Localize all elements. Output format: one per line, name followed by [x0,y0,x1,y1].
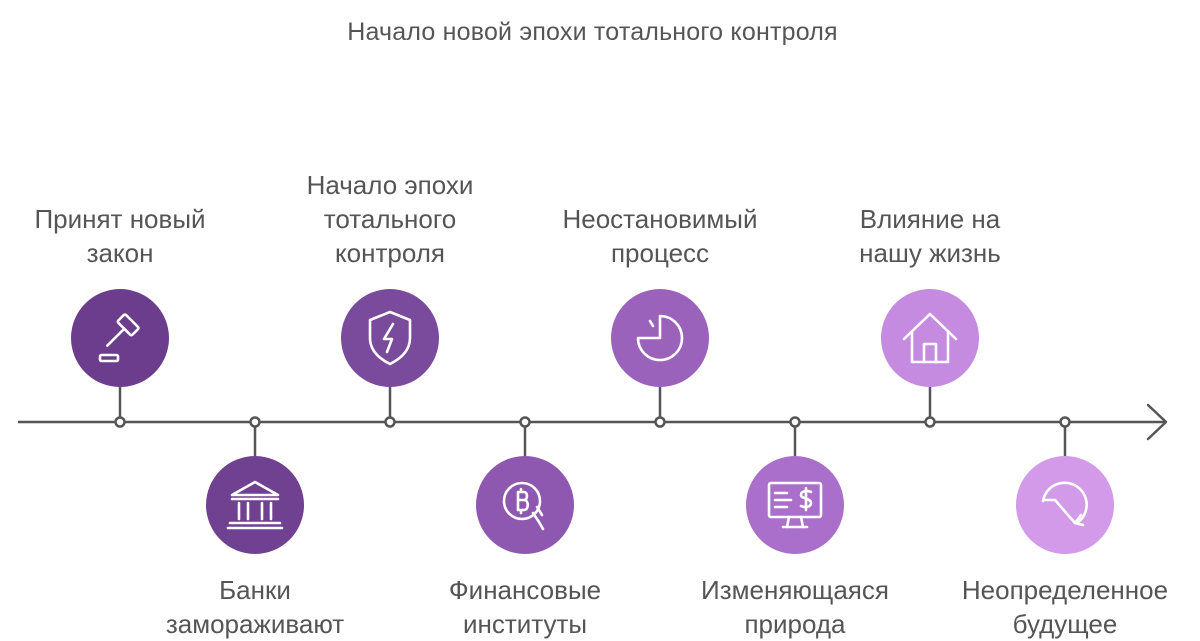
event-label-line: Финансовые [448,575,602,605]
circle-arrow-icon [1041,481,1088,527]
event-label-finance: Финансовые институты [410,573,640,641]
axis-dot-process [654,416,666,428]
event-label-control: Начало эпохи тотального контроля [275,168,505,270]
event-label-life: Влияние на нашу жизнь [815,202,1045,270]
event-circle-nature [746,456,844,554]
event-label-line: закон [86,238,154,268]
monitor-dollar-icon [767,481,823,529]
event-circle-life [881,289,979,387]
axis-dot-nature [789,416,801,428]
event-label-line: тотального [323,204,457,234]
event-circle-law [71,289,169,387]
axis-dot-control [384,416,396,428]
event-label-line: Влияние на [859,204,1001,234]
house-icon [902,312,958,364]
event-circle-finance [476,456,574,554]
diagram-title: Начало новой эпохи тотального контроля [347,18,838,46]
event-circle-future [1016,456,1114,554]
event-label-law: Принят новый закон [5,202,235,270]
pie-chart-icon [636,314,684,362]
event-label-line: Начало эпохи [306,170,474,200]
event-label-line: процесс [610,238,710,268]
bitcoin-hand-icon [502,481,545,531]
event-circle-banks [206,456,304,554]
bank-icon [226,480,284,530]
timeline-arrowhead [1146,403,1168,441]
timeline-axis [18,387,1168,456]
gavel-icon [98,313,140,363]
event-label-nature: Изменяющаяся природа [680,573,910,641]
event-label-line: будущее [1012,609,1118,639]
axis-dot-future [1059,416,1071,428]
axis-dot-finance [519,416,531,428]
event-label-banks: Банки замораживают [140,573,370,641]
event-circle-process [611,289,709,387]
event-label-line: замораживают [165,609,345,639]
timeline-connectors [114,387,1071,456]
event-label-future: Неопределенное будущее [950,573,1180,641]
event-label-line: контроля [335,238,445,268]
shield-bolt-icon [368,310,412,366]
event-label-line: институты [462,609,588,639]
event-label-line: Банки [219,575,291,605]
event-label-line: Изменяющаяся [701,575,889,605]
event-label-line: нашу жизнь [859,238,1001,268]
event-label-line: Принят новый [34,204,206,234]
event-label-process: Неостановимый процесс [545,202,775,270]
event-circle-control [341,289,439,387]
axis-dot-life [924,416,936,428]
event-label-line: Неопределенное [961,575,1169,605]
event-label-line: природа [744,609,846,639]
axis-dot-law [114,416,126,428]
axis-dot-banks [249,416,261,428]
event-label-line: Неостановимый [562,204,758,234]
